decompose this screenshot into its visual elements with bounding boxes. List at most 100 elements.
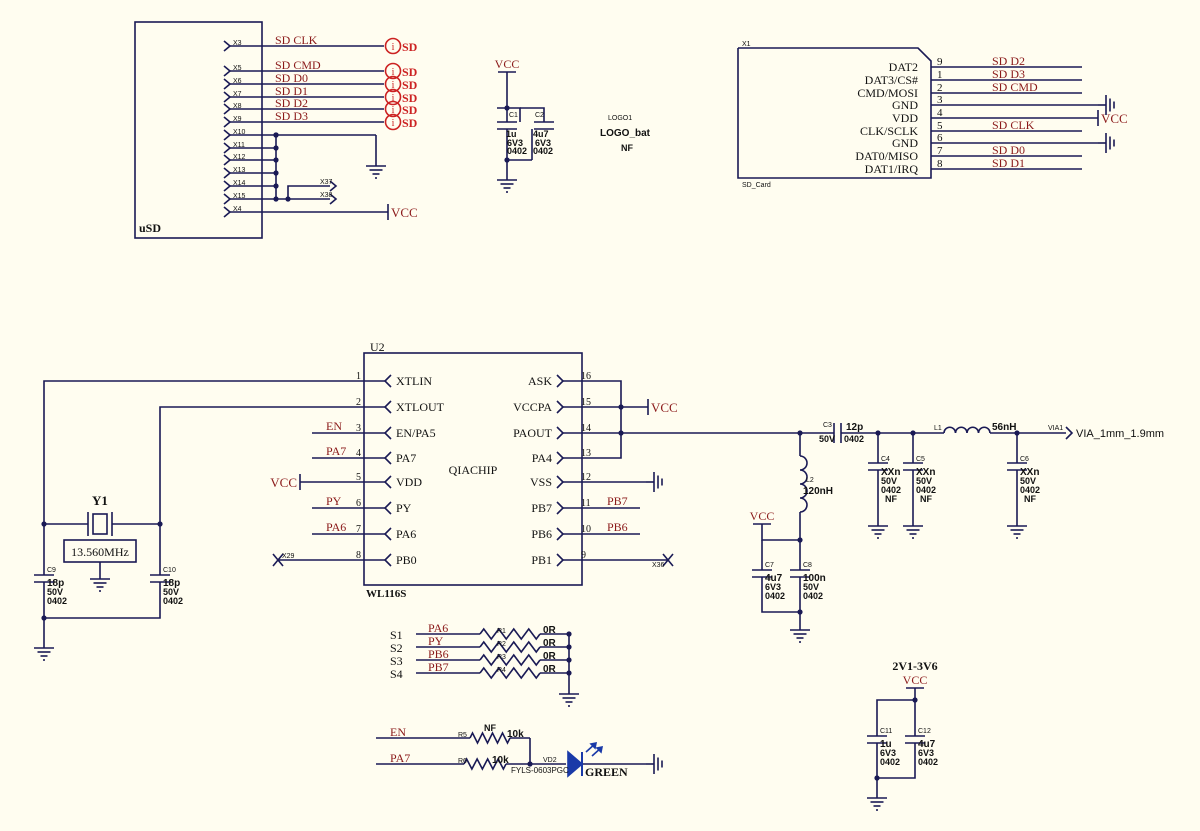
usd-net-label: SD D0 [275, 71, 308, 85]
wire [876, 699, 916, 736]
sdcard-pin-number: 7 [937, 145, 943, 157]
usd-pin-label: X12 [233, 154, 246, 161]
cap-package: 0402 [533, 146, 553, 156]
u2-body [363, 352, 583, 586]
switch-net-label: PB7 [428, 660, 449, 674]
usd-pin-label: X13 [233, 167, 246, 174]
crystal-value: 13.560MHz [71, 545, 129, 559]
cap-ref: C5 [916, 456, 925, 463]
cap-note: NF [885, 494, 897, 504]
pin-marker [556, 553, 565, 567]
cap-voltage: 6V3 [765, 582, 781, 592]
usd-pin-label: X4 [233, 206, 242, 213]
ground-symbol [866, 789, 888, 811]
u2-part: WL116S [366, 588, 406, 600]
pin-marker [383, 451, 392, 465]
pin-marker [383, 553, 392, 567]
u2-pin-name: VCCPA [513, 400, 552, 414]
usd-net-label: SD CLK [275, 33, 318, 47]
port-symbol [384, 100, 402, 118]
cap-value: XXn [916, 467, 935, 478]
usd-pin-label: X8 [233, 103, 242, 110]
pin-marker [556, 451, 565, 465]
sdcard-footprint: SD_Card [742, 182, 771, 189]
resistor-value: 0R [543, 651, 557, 662]
usd-net-label: SD CMD [275, 58, 321, 72]
inductor-value: 120nH [803, 486, 833, 497]
bridge-marker [329, 180, 338, 192]
usd-port-label: SD [402, 40, 418, 54]
cap-value: 12p [846, 422, 863, 433]
resistor-value: 0R [543, 625, 557, 636]
switch-net-label: PB6 [428, 647, 449, 661]
logo-ref: LOGO1 [608, 115, 632, 122]
usd-pin-marker [223, 167, 232, 179]
u2-pin-name: PA7 [396, 451, 416, 465]
inductor-l2 [799, 455, 808, 513]
cap-package: 0402 [918, 757, 938, 767]
u2-pin-number: 4 [356, 448, 361, 459]
pin-marker [383, 501, 392, 515]
switch-net-label: PA6 [428, 621, 448, 635]
u2-pin-name: PA4 [532, 451, 552, 465]
usd-pin-label: X10 [233, 129, 246, 136]
cap-value: 1u [880, 739, 892, 750]
resistor-note: NF [484, 723, 496, 733]
u2-pin-name: PY [396, 501, 412, 515]
usd-ref: uSD [139, 221, 161, 235]
wire [287, 185, 330, 199]
vcc-label: VCC [391, 205, 418, 220]
u2-pin-name: PB6 [531, 527, 552, 541]
usd-port-label: SD [402, 91, 418, 105]
crystal-body [92, 513, 108, 535]
pin-marker [556, 501, 565, 515]
ground-symbol [1097, 132, 1115, 154]
cap-ref: C4 [881, 456, 890, 463]
ground-symbol [867, 517, 889, 539]
cap-value: 4u7 [533, 129, 549, 139]
u2-pin-name: VDD [396, 475, 422, 489]
cap-note: NF [1024, 494, 1036, 504]
cap-ref: C10 [163, 567, 176, 574]
pin-marker [383, 527, 392, 541]
cap-ref: C7 [765, 562, 774, 569]
cap-package: 0402 [765, 591, 785, 601]
u2-pin-name: VSS [530, 475, 552, 489]
u2-pin-name: ASK [528, 374, 552, 388]
cap-voltage: 50V [819, 434, 835, 444]
usd-pin-marker [223, 206, 232, 218]
wire [159, 406, 385, 575]
vcc-label: VCC [495, 57, 520, 71]
u2-pin-number: 3 [356, 423, 361, 434]
usd-pin-marker [223, 129, 232, 141]
cap-voltage: 50V [1020, 476, 1036, 486]
resistor-ref: R5 [458, 732, 467, 739]
crystal-ref: Y1 [92, 493, 108, 508]
vcc-label: VCC [1101, 111, 1128, 126]
cap-ref: C6 [1020, 456, 1029, 463]
sdcard-pin-number: 8 [937, 158, 943, 170]
usd-pin-marker [223, 40, 232, 52]
sdcard-net-label: SD D2 [992, 54, 1025, 68]
ground-symbol [365, 157, 387, 179]
pin-marker [383, 400, 392, 414]
ground-symbol [89, 570, 111, 592]
no-connect-label: X36 [652, 562, 665, 569]
port-glyph: i [392, 42, 395, 53]
u2-net-label: PA6 [326, 520, 346, 534]
ground-symbol [789, 621, 811, 643]
junction-dot [273, 196, 279, 202]
cap-ref: C11 [880, 728, 892, 735]
sdcard-pin-number: 9 [937, 56, 943, 68]
resistor [479, 627, 541, 641]
usd-pin-label: X6 [233, 78, 242, 85]
sdcard-pin-name: GND [892, 136, 918, 150]
wire [43, 582, 161, 619]
wire [563, 380, 622, 459]
cap-package: 0402 [803, 591, 823, 601]
ground-symbol [33, 639, 55, 661]
resistor [479, 653, 541, 667]
ground-symbol [645, 471, 663, 493]
sdcard-pin-number: 5 [937, 120, 943, 132]
cap-ref: C2 [535, 112, 544, 119]
